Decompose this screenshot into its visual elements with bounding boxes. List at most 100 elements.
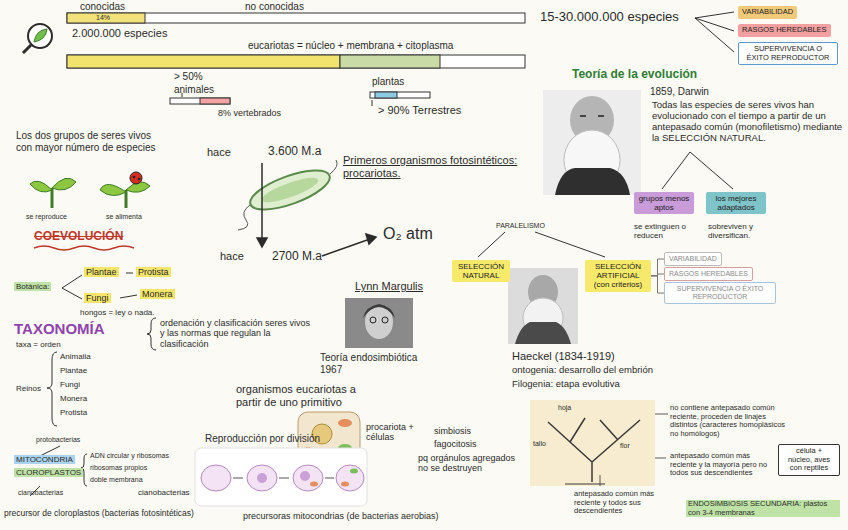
sketch-note: PARALELISMO: [496, 222, 545, 230]
sketch-note: CLOROPLASTOS: [14, 468, 83, 477]
note-box: VARIABILIDAD: [738, 6, 797, 19]
endosymbiosis-strip: [195, 448, 367, 506]
plant-icons: [100, 184, 126, 195]
species-bar: [67, 13, 525, 23]
sketch-note: TAXONOMÍA: [14, 320, 105, 337]
margulis-portrait: [345, 298, 413, 348]
sketch-note: ENDOSIMBIOSIS SECUNDARIA: plastos con 3-…: [686, 500, 840, 517]
time-arrows: [366, 234, 376, 244]
sketch-note: procariota + células: [366, 422, 426, 443]
sketch-note: antepasado común más reciente y todos su…: [574, 490, 678, 516]
sketch-note: hongos = ley o nada.: [80, 308, 155, 317]
sketch-note: Los dos grupos de seres vivos con mayor …: [16, 130, 168, 153]
plant-icons: [133, 176, 136, 179]
node-text: RASGOS HEREDABLES: [742, 26, 827, 35]
time-arrows: [261, 163, 263, 240]
sketch-note: no contiene antepasado común reciente, p…: [670, 404, 790, 439]
sketch-note: Monera: [140, 289, 175, 299]
bacterium-drawing: [259, 173, 320, 207]
sketch-note: 2700 M.a: [272, 250, 322, 264]
note-box: SELECCIÓN ARTIFICIAL(con criterios): [585, 260, 651, 292]
sketch-note: Primeros organismos fotosintéticos: proc…: [343, 154, 521, 179]
margulis-portrait: [370, 317, 376, 323]
sketch-note: COEVOLUCIÓN: [34, 230, 123, 244]
note-box: SUPERVIVENCIA O ÉXITO REPRODUCTOR: [738, 42, 838, 65]
magnifier-icon: [28, 24, 52, 48]
sketch-note: cianobacterias: [18, 489, 63, 497]
node-text: RASGOS HEREDABLES: [669, 270, 748, 278]
sketch-note: Teoría de la evolución: [572, 68, 697, 82]
endosymbiosis-strip: [310, 482, 318, 487]
endosymbiosis-strip: [247, 465, 277, 491]
cladogram: [565, 484, 605, 485]
sketch-note: hace: [207, 146, 231, 159]
taxonomy-braces: [47, 352, 57, 426]
taxonomy-braces: [147, 318, 156, 350]
sketch-note: organismos eucariotas a partir de uno pr…: [236, 383, 374, 408]
sketch-note: Reinos: [16, 384, 41, 393]
sketch-note: taxa = orden: [16, 340, 61, 349]
sketch-note: 15-30.000.000 especies: [540, 10, 679, 25]
note-box: RASGOS HEREDABLES: [738, 24, 831, 37]
sketch-note: Fungi: [60, 380, 80, 389]
sketch-note: Filogenia: etapa evolutiva: [512, 379, 620, 390]
sketch-note: precursoras mitocondrias (de bacterias a…: [243, 511, 439, 521]
sketch-note: 14%: [96, 14, 110, 22]
sketch-note: Todas las especies de seres vivos han ev…: [652, 100, 844, 144]
darwin-portrait: [543, 90, 641, 195]
cladogram: [530, 400, 668, 486]
sketch-note: protobacterias: [36, 436, 80, 444]
endosymbiosis-strip: [195, 448, 367, 506]
node-text: SUPERVIVENCIA O ÉXITO REPRODUCTOR: [669, 285, 771, 301]
node-text: los mejores adaptados: [710, 194, 762, 212]
sketch-note: Protista: [136, 267, 171, 277]
node-text: SUPERVIVENCIA O ÉXITO REPRODUCTOR: [743, 45, 833, 62]
margulis-portrait: [363, 304, 395, 318]
node-text: célula + núcleo, aves con reptiles: [783, 447, 835, 473]
cladogram: [600, 414, 668, 486]
percent-bars: [370, 92, 430, 98]
sketch-note: Teoría endosimbiótica 1967: [320, 352, 420, 375]
sketch-note: ADN circular y ribosomas: [90, 452, 169, 460]
bacterium-drawing: [246, 162, 335, 217]
cell-illustration: [338, 419, 352, 427]
percent-bars: [200, 98, 230, 104]
note-box: SUPERVIVENCIA O ÉXITO REPRODUCTOR: [664, 282, 776, 304]
sketch-note: Plantae: [84, 267, 119, 277]
percent-bars: [170, 98, 230, 104]
percent-bars: [375, 92, 397, 98]
sketch-note: flor: [620, 442, 630, 450]
magnifier-icon: [34, 29, 47, 42]
note-box: los mejores adaptados: [706, 192, 766, 214]
bracket-lines: [695, 12, 734, 52]
haeckel-portrait: [508, 268, 578, 344]
endosymbiosis-strip: [300, 471, 310, 481]
sketch-note: Reproducción por división: [205, 433, 320, 445]
endosymbiosis-strip: [293, 465, 323, 491]
sketch-note: Monera: [60, 394, 87, 403]
sketch-note: cianobacterias: [138, 488, 190, 497]
endosymbiosis-strip: [350, 469, 358, 474]
sketch-note: MITOCONDRIA: [14, 455, 75, 464]
sketch-note: Lynn Margulis: [355, 280, 423, 293]
sketch-note: Fungi: [84, 293, 111, 303]
sketch-note: tallo: [533, 440, 546, 448]
time-arrows: [322, 239, 370, 256]
sketch-note: Botánica:: [14, 282, 51, 291]
sketch-note: se alimenta: [106, 213, 142, 221]
note-box: célula + núcleo, aves con reptiles: [778, 444, 840, 476]
node-text: SELECCIÓN ARTIFICIAL: [589, 262, 647, 280]
darwin-portrait: [555, 168, 630, 195]
plant-icons: [30, 181, 52, 192]
note-box: grupos menos aptos: [634, 192, 694, 214]
endosymbiosis-strip: [257, 473, 267, 483]
sketch-note: se extinguen o reducen: [634, 222, 698, 240]
sketch-note: 2.000.000 especies: [72, 27, 167, 40]
cladogram: [548, 418, 640, 482]
node-text: VARIABILIDAD: [669, 255, 717, 263]
cladogram: [530, 400, 655, 486]
bracket-lines: [695, 12, 734, 52]
sketch-note: ordenación y clasificación seres vivos y…: [160, 318, 312, 349]
sketch-note: simbiosis: [434, 426, 471, 436]
paralelismo-lines: [478, 232, 605, 257]
